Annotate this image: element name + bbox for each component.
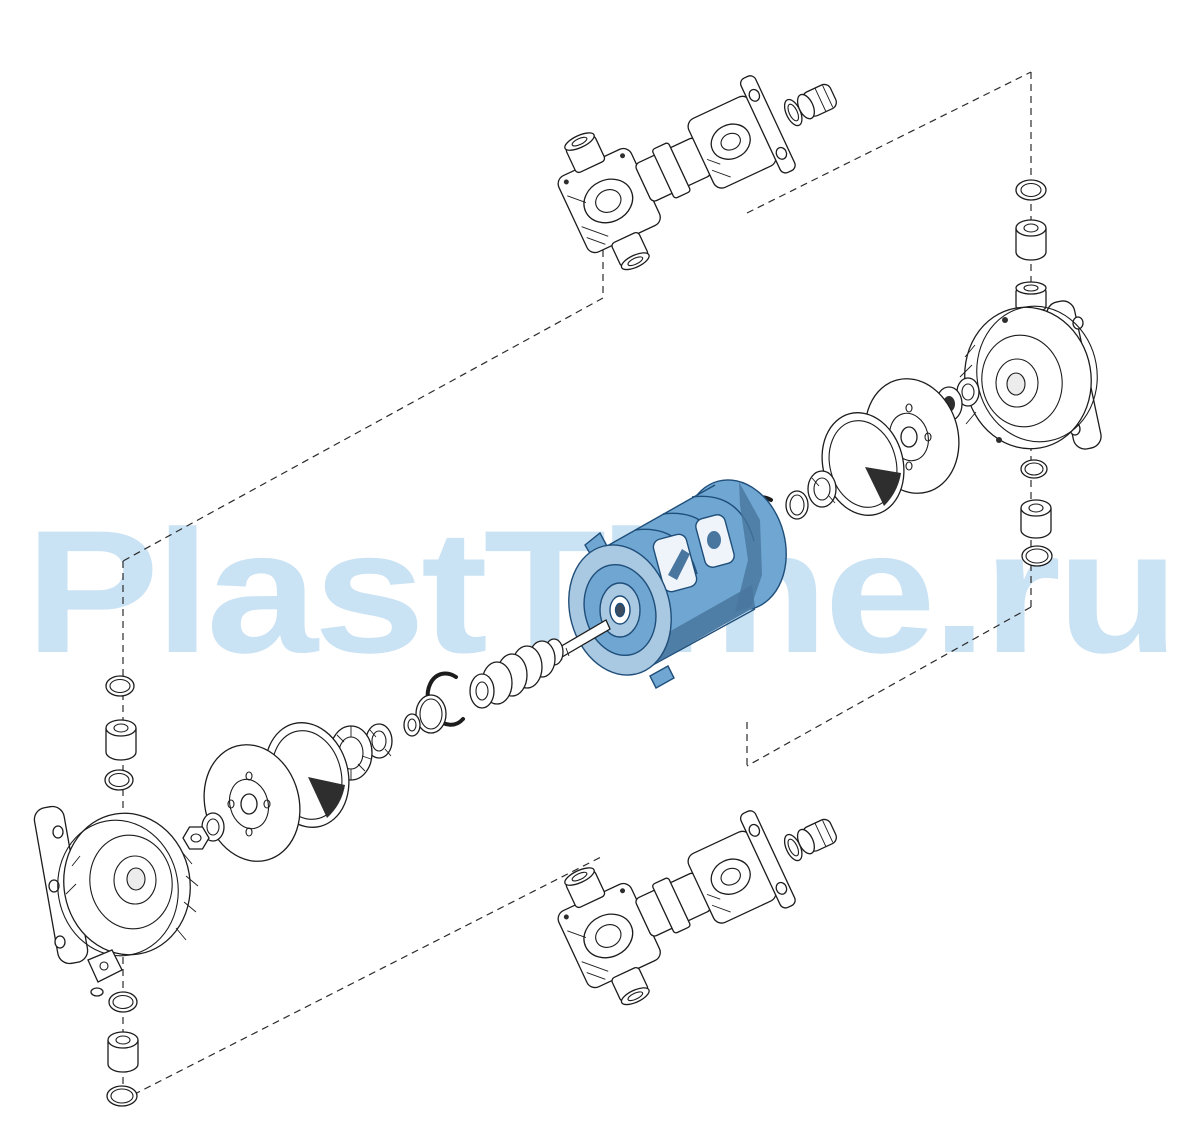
right-diaphragm (821, 412, 905, 516)
spool-washer (403, 713, 421, 737)
right-lower-oring (1020, 459, 1048, 479)
right-chamber-cover (959, 281, 1102, 450)
bottom-manifold (557, 810, 837, 1006)
right-lower-bushing (1020, 499, 1052, 539)
bottom-manifold-plug (796, 818, 837, 855)
right-upper-oring (1015, 179, 1047, 201)
air-valve-body (568, 479, 787, 689)
right-bottom-oring (1021, 545, 1053, 567)
right-oring (785, 490, 809, 520)
top-manifold-plug (796, 83, 837, 120)
left-upper-bushing (105, 719, 137, 761)
spool-retaining-ring (415, 694, 447, 734)
left-lower-oring (108, 991, 138, 1013)
left-upper-oring (105, 675, 135, 697)
left-chamber-cover (33, 805, 199, 997)
right-upper-bushing (1015, 219, 1047, 261)
valve-spool (469, 638, 564, 709)
left-middle-oring (104, 769, 134, 791)
left-hex-nut (182, 826, 210, 850)
left-spacer-washer (365, 723, 393, 759)
left-diaphragm-plate (203, 744, 301, 862)
left-lower-bushing (107, 1031, 139, 1073)
right-diaphragm-washer (807, 470, 837, 508)
top-manifold (557, 75, 837, 271)
left-bottom-oring (106, 1085, 138, 1107)
